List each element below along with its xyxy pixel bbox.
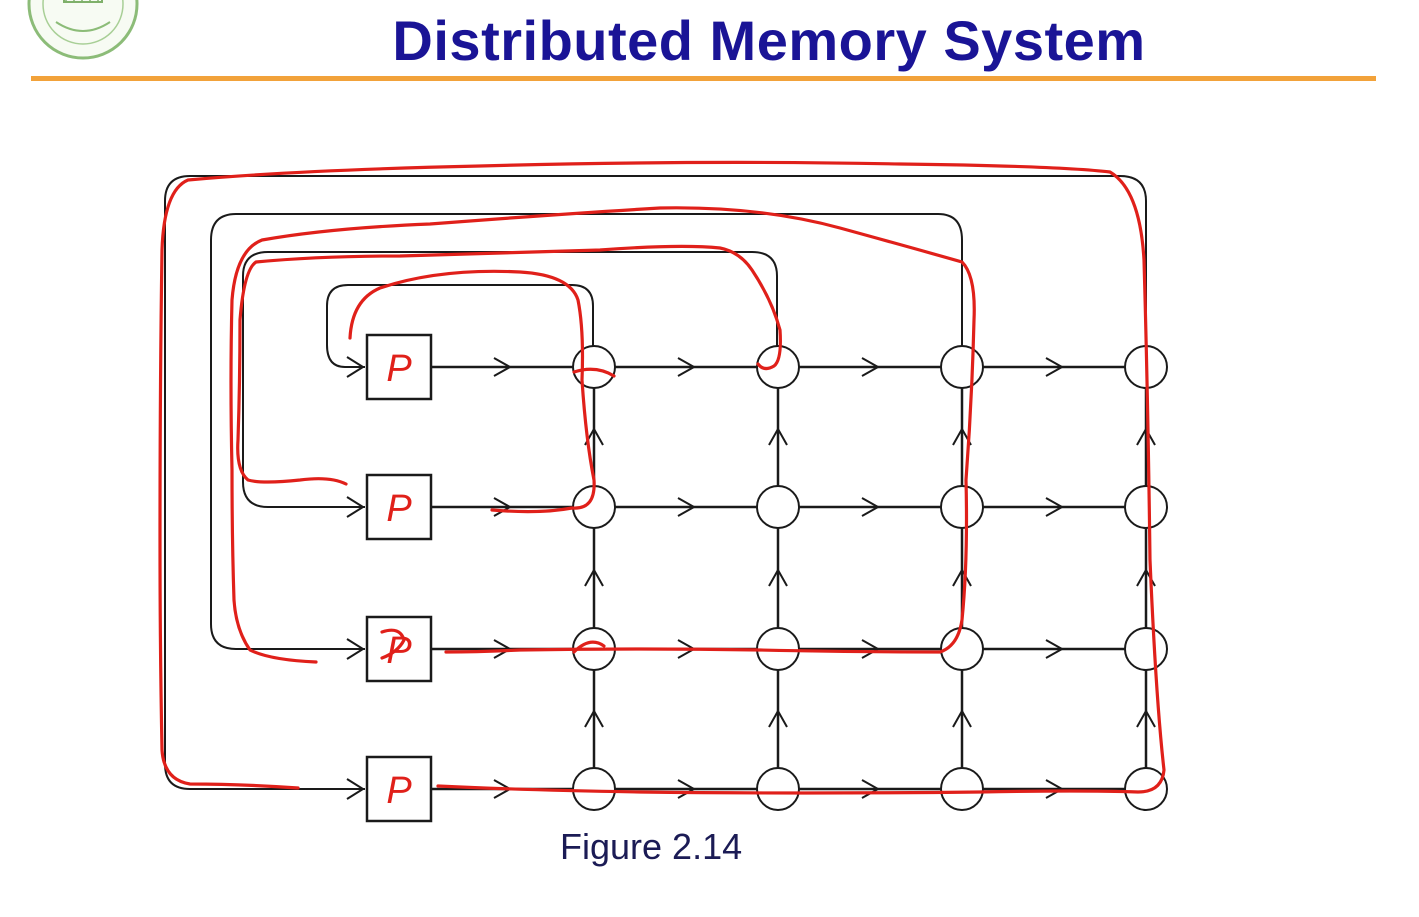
switch-node: [756, 485, 800, 529]
link-arrow: [677, 357, 697, 377]
figure-caption: Figure 2.14: [560, 826, 743, 867]
link-arrow: [584, 708, 604, 728]
wrap-wire-row-1: [326, 284, 594, 368]
link-arrow: [861, 779, 881, 799]
switch-node: [1124, 485, 1168, 529]
link-arrow: [861, 639, 881, 659]
annotation-scribble-processor-3: [380, 628, 406, 660]
switch-node: [940, 767, 984, 811]
annotation-path-4: [158, 160, 1166, 795]
wrap-wire-row-3: [210, 213, 963, 650]
switch-nodes: [572, 345, 1168, 811]
annotation-mark-node-3-1: [572, 640, 606, 654]
link-arrow: [677, 779, 697, 799]
processor-box: P: [365, 473, 433, 541]
link-arrow: [768, 567, 788, 587]
grid-links: [431, 357, 1156, 799]
link-arrow: [768, 708, 788, 728]
processor-label: P: [386, 770, 412, 812]
link-arrow: [493, 497, 513, 517]
link-arrow: [1045, 639, 1065, 659]
processor-label: P: [386, 488, 412, 530]
switch-node: [940, 485, 984, 529]
wrap-wire-row-4: [164, 175, 1147, 790]
processor-box: P: [365, 333, 433, 401]
link-arrow: [1136, 708, 1156, 728]
switch-node: [940, 345, 984, 389]
switch-node: [756, 767, 800, 811]
switch-node: [572, 767, 616, 811]
link-arrow: [861, 497, 881, 517]
link-arrow: [1045, 497, 1065, 517]
wrap-wire-row-2: [242, 251, 778, 508]
switch-node: [940, 627, 984, 671]
processor-label: P: [386, 348, 412, 390]
red-annotations: [158, 160, 1166, 795]
input-arrows: [346, 356, 365, 800]
link-arrow: [768, 426, 788, 446]
link-arrow: [1045, 779, 1065, 799]
processor-label: P: [386, 630, 412, 672]
link-arrow: [493, 357, 513, 377]
title-underline: [31, 76, 1376, 81]
link-arrow: [584, 567, 604, 587]
processor-box: P: [365, 755, 433, 823]
link-arrow: [861, 357, 881, 377]
link-arrow: [1136, 426, 1156, 446]
link-arrow: [677, 497, 697, 517]
processors: P P P P: [365, 333, 433, 823]
link-arrow: [1045, 357, 1065, 377]
annotation-path-2: [236, 244, 782, 486]
switch-node: [756, 345, 800, 389]
switch-node: [572, 345, 616, 389]
annotation-path-3: [229, 206, 976, 664]
switch-node: [1124, 767, 1168, 811]
annotation-path-1: [348, 269, 596, 514]
slide-title: Distributed Memory System: [392, 9, 1146, 72]
link-arrow: [952, 567, 972, 587]
annotation-mark-node-1-1: [572, 367, 616, 378]
university-seal-logo: [27, 0, 139, 60]
wrap-around-wires: [164, 175, 1147, 790]
switch-node: [1124, 627, 1168, 671]
link-arrow: [952, 708, 972, 728]
